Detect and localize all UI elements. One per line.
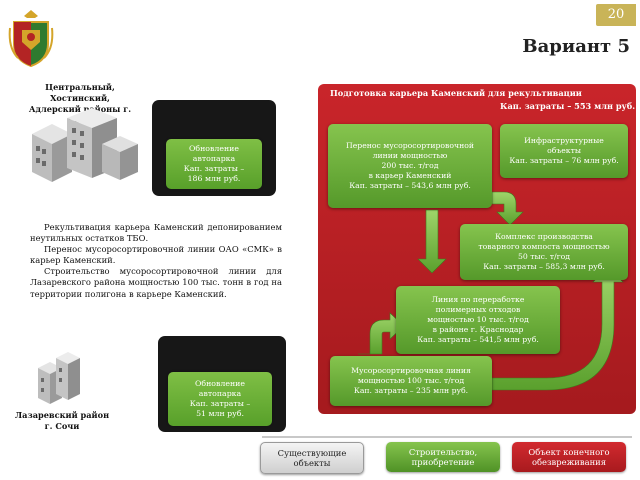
card-line: Кап. затраты – 543,6 млн руб. — [349, 181, 471, 190]
page-title: Вариант 5 — [522, 36, 630, 57]
buildings-icon — [32, 108, 138, 182]
card-line: товарного компоста мощностью — [478, 242, 610, 251]
fleet-card-top: Обновление автопарка Кап. затраты – 186 … — [166, 139, 262, 189]
legend-line: Объект конечного — [528, 446, 610, 457]
fleet-card-bottom: Обновление автопарка Кап. затраты – 51 м… — [168, 372, 272, 426]
description-paragraph: Рекультивация карьера Каменский депониро… — [30, 222, 282, 244]
card-line: Мусоросортировочная линия — [351, 366, 471, 375]
legend-divider — [262, 436, 632, 438]
legend-line: приобретение — [411, 457, 475, 467]
buildings-icon — [38, 352, 80, 404]
arrow-down — [417, 209, 447, 274]
box-polymer: Линия по переработке полимерных отходов … — [396, 286, 560, 354]
coat-of-arms-icon — [8, 10, 54, 68]
card-line: автопарка — [198, 388, 242, 398]
description-text: Рекультивация карьера Каменский депониро… — [30, 222, 282, 300]
box-transfer-line: Перенос мусоросортировочной линии мощнос… — [328, 124, 492, 208]
region-label-line: Лазаревский район — [14, 410, 110, 420]
card-line: линии мощностью — [372, 151, 448, 160]
region-label-line: г. Сочи — [44, 421, 80, 432]
description-paragraph: Перенос мусоросортировочной линии ОАО «С… — [30, 244, 282, 266]
box-sorting-line: Мусоросортировочная линия мощностью 100 … — [330, 356, 492, 406]
card-line: 200 тыс. т/год — [381, 161, 439, 170]
legend-construction: Строительство, приобретение — [386, 442, 500, 472]
page-number: 20 — [596, 4, 636, 26]
card-line: Кап. затраты – 76 млн руб. — [509, 156, 619, 165]
panel-heading: Подготовка карьера Каменский для рекульт… — [330, 88, 582, 98]
box-compost: Комплекс производства товарного компоста… — [460, 224, 628, 280]
panel-heading-cost: Кап. затраты – 553 млн руб. — [500, 101, 636, 111]
card-line: Кап. затраты – 585,3 млн руб. — [483, 262, 605, 271]
card-line: Перенос мусоросортировочной — [346, 141, 474, 150]
arrow-right-down — [491, 191, 524, 226]
legend-existing: Существующие объекты — [260, 442, 364, 474]
card-line: 51 млн руб. — [196, 409, 244, 419]
card-line: мощностью 100 тыс. т/год — [357, 376, 465, 385]
legend-line: Существующие — [277, 447, 347, 458]
card-line: в карьер Каменский — [368, 171, 452, 180]
card-line: автопарка — [192, 153, 236, 163]
legend-final: Объект конечного обезвреживания — [512, 442, 626, 472]
box-infrastructure: Инфраструктурные объекты Кап. затраты – … — [500, 124, 628, 178]
region-label-line: Центральный, Хостинский, — [45, 82, 115, 104]
card-line: Кап. затраты – — [189, 399, 251, 408]
card-line: Инфраструктурные — [524, 136, 604, 145]
card-line: Кап. затраты – 541,5 млн руб. — [417, 335, 539, 344]
card-line: Линия по переработке — [431, 295, 525, 304]
card-line: Обновление — [195, 378, 245, 388]
card-line: 50 тыс. т/год — [517, 252, 571, 261]
card-line: полимерных отходов — [435, 305, 521, 314]
legend-line: Строительство, — [408, 446, 478, 457]
card-line: в районе г. Краснодар — [432, 325, 524, 334]
card-line: Кап. затраты – — [183, 164, 245, 173]
card-line: Кап. затраты – 235 млн руб. — [353, 386, 469, 395]
legend-line: обезвреживания — [531, 457, 607, 467]
card-line: объекты — [547, 146, 581, 155]
legend-line: объекты — [293, 458, 331, 468]
card-line: Обновление — [189, 143, 239, 153]
card-line: 186 млн руб. — [187, 174, 241, 184]
description-paragraph: Строительство мусоросортировочной линии … — [30, 266, 282, 299]
card-line: Комплекс производства — [495, 232, 593, 241]
region-label-lazarevsky: Лазаревский район г. Сочи — [14, 410, 110, 432]
card-line: мощностью 10 тыс. т/год — [427, 315, 529, 324]
